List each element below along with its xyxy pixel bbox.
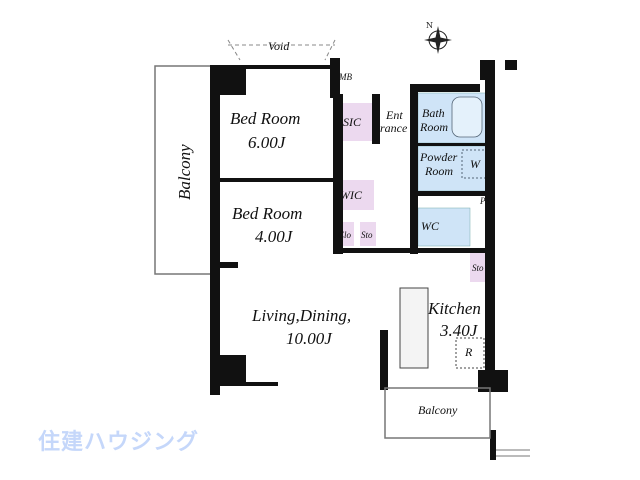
bed1-size: 6.00J bbox=[248, 133, 287, 152]
void-label: Void bbox=[268, 39, 290, 53]
bed1-name: Bed Room bbox=[230, 109, 300, 128]
wic bbox=[338, 180, 374, 210]
ps-label: PS bbox=[479, 196, 490, 206]
svg-text:N: N bbox=[426, 21, 433, 30]
sic bbox=[340, 103, 372, 141]
wc-label: WC bbox=[421, 219, 440, 233]
mb-label: MB bbox=[338, 72, 352, 82]
compass-icon: N bbox=[424, 21, 452, 54]
entrance-label-1: Ent bbox=[385, 108, 403, 122]
wc bbox=[417, 207, 471, 247]
living-name: Living,Dining, bbox=[251, 306, 351, 325]
watermark-logo: 住建ハウジング bbox=[38, 430, 200, 455]
void-area bbox=[227, 39, 336, 61]
r-label: R bbox=[464, 345, 473, 359]
sto-label-1: Sto bbox=[361, 230, 373, 240]
balcony-left-label: Balcony bbox=[175, 144, 194, 200]
bed2-name: Bed Room bbox=[232, 204, 302, 223]
sto-label-2: Sto bbox=[472, 263, 484, 273]
balcony-bottom-label: Balcony bbox=[418, 403, 458, 417]
bath-label-2: Room bbox=[419, 120, 448, 134]
bath-label-1: Bath bbox=[422, 106, 445, 120]
sic-label: SIC bbox=[343, 115, 362, 129]
kitchen-counter bbox=[399, 287, 429, 369]
powder-room bbox=[417, 145, 489, 192]
entrance-label-2: rance bbox=[380, 121, 408, 135]
powder-label-1: Powder bbox=[419, 150, 458, 164]
wic-label: WIC bbox=[340, 188, 363, 202]
balcony-left bbox=[154, 65, 212, 275]
kitchen-size: 3.40J bbox=[439, 321, 479, 340]
living-size: 10.00J bbox=[286, 329, 333, 348]
kitchen-name: Kitchen bbox=[427, 299, 481, 318]
w-label: W bbox=[470, 157, 481, 171]
bed2-size: 4.00J bbox=[255, 227, 294, 246]
powder-label-2: Room bbox=[424, 164, 453, 178]
walls bbox=[210, 58, 517, 460]
clo-label: Clo bbox=[338, 230, 352, 240]
balcony-bottom bbox=[384, 387, 491, 439]
